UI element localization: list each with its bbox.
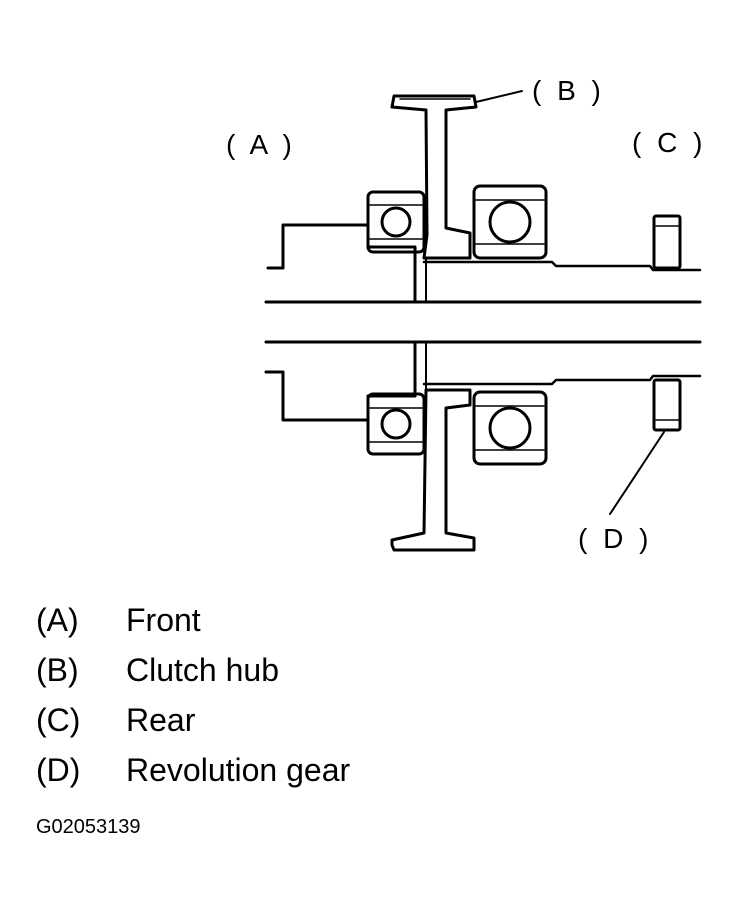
transmission-cross-section-diagram: ( A ) ( B ) ( C ) ( D ) bbox=[226, 75, 706, 554]
legend-key: (C) bbox=[36, 702, 81, 738]
rear-bearing-lower bbox=[472, 390, 548, 466]
legend-key: (B) bbox=[36, 652, 79, 688]
legend-label: Revolution gear bbox=[126, 752, 351, 788]
callout-b: ( B ) bbox=[532, 75, 605, 106]
callout-c: ( C ) bbox=[632, 127, 706, 158]
leader-line-d bbox=[609, 431, 665, 515]
leader-line-b bbox=[475, 90, 523, 103]
callout-a: ( A ) bbox=[226, 129, 296, 160]
legend-label: Front bbox=[126, 602, 201, 638]
legend-label: Clutch hub bbox=[126, 652, 279, 688]
figure-id: G02053139 bbox=[36, 816, 141, 838]
legend-key: (D) bbox=[36, 752, 81, 788]
main-shaft bbox=[264, 300, 702, 344]
clutch-hub-lower bbox=[390, 388, 476, 552]
revolution-gear-upper bbox=[652, 214, 682, 270]
revolution-gear-lower bbox=[652, 378, 682, 432]
front-bearing-lower bbox=[366, 392, 426, 456]
inner-sleeve bbox=[422, 257, 702, 391]
clutch-hub-upper bbox=[390, 94, 478, 260]
legend-label: Rear bbox=[126, 702, 196, 738]
legend-key: (A) bbox=[36, 602, 79, 638]
front-bearing-upper bbox=[366, 190, 426, 254]
rear-bearing-upper bbox=[472, 184, 548, 260]
callout-d: ( D ) bbox=[578, 523, 652, 554]
